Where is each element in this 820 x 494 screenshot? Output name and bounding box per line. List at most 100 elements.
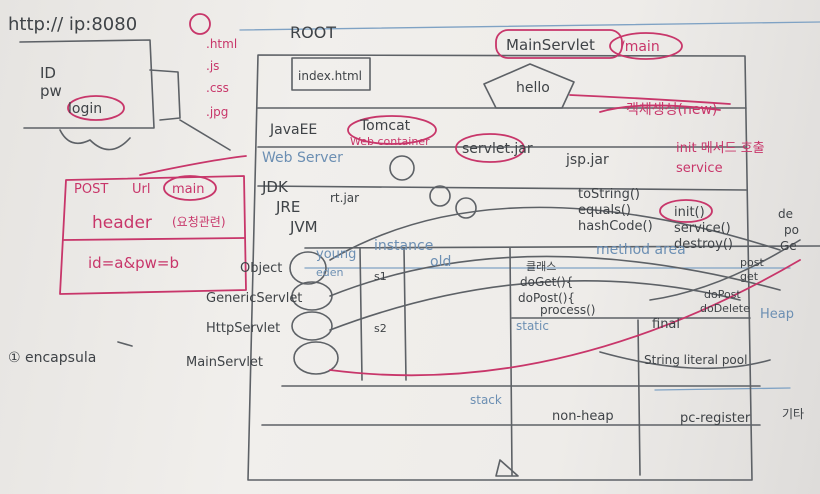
stack-label: stack [470,393,502,407]
hello-shape [483,63,575,109]
login-connector [179,119,231,151]
hash-code-label: hashCode() [578,219,653,234]
do-delete-label: doDelete [700,302,750,315]
etc-label: 기타 [782,407,804,421]
pw-label: pw [40,82,62,100]
jdk-label: JDK [261,178,289,196]
heap-split-1 [359,247,363,381]
request-divider [63,237,245,241]
servlet-jar-label: servlet.jar [462,141,533,157]
rt-jar-label: rt.jar [330,191,359,205]
login-label: login [68,101,102,117]
memory-split-1 [509,247,513,476]
right-post: post [740,256,764,269]
main-value-circle [609,32,683,60]
main-label: main [172,182,204,197]
doodle-1 [389,155,415,181]
curve-1 [329,206,781,261]
curve-4 [329,259,801,377]
equals-label: equals() [578,203,631,218]
service-method: service() [674,221,731,236]
right-de: de [778,207,793,221]
post-label: POST [74,182,108,197]
object-create-label: 객체생성(new) [626,102,717,118]
board-frame-line [654,387,791,391]
login-form-sketch [19,39,155,129]
main-circle [163,175,217,201]
request-arrow [139,155,247,176]
object-node [289,251,327,285]
do-get-label: doGet(){ [520,275,573,289]
file-jpg: .jpg [206,105,228,119]
jre-label: JRE [275,198,300,216]
main-servlet-box [495,29,623,59]
file-css: .css [206,81,229,95]
hello-arrow [569,94,731,105]
index-html-box [291,57,371,91]
url-label: Url [132,182,150,197]
heap-label: Heap [760,307,794,322]
http-servlet-label: HttpServlet [206,321,280,336]
tomcat-circle [347,115,437,145]
login-form-arrow [149,69,181,121]
bottom-triangle [495,459,519,477]
do-post2-label: doPost [704,288,741,301]
right-ge: Ge [780,239,797,253]
curve-6 [599,351,771,370]
instance-label: instance [374,238,433,254]
web-container-label: Web container [350,135,430,148]
board-frame-top [239,21,820,31]
s1-label: s1 [374,270,387,283]
index-html-label: index.html [298,69,362,83]
layer-line-3 [257,185,747,191]
method-area-label: method area [596,242,686,258]
main-node [293,341,339,375]
non-heap-label: non-heap [552,409,614,424]
destroy-method: destroy() [674,237,733,252]
to-string-label: toString() [578,187,640,202]
s2-label: s2 [374,322,387,335]
generic-servlet-label: GenericServlet [206,291,302,306]
file-html: .html [206,37,237,51]
do-post-label: doPost(){ [518,291,575,305]
static-label: static [516,319,549,333]
main-servlet-label: MainServlet [506,36,595,54]
young-label: young [316,247,356,262]
java-ee-label: JavaEE [269,122,317,138]
id-label: ID [40,64,56,82]
object-create-underline [599,104,721,113]
heap-split-2 [403,247,407,381]
root-box [247,54,753,481]
init-circle [659,199,713,223]
process-label: process() [540,303,595,317]
doodle-5 [117,341,133,347]
http-node [291,311,333,341]
doodle-3 [455,197,477,219]
old-label: old [430,254,451,270]
eden-label: eden [316,266,344,279]
body-label: id=a&pw=b [88,254,179,272]
hello-label: hello [516,80,550,96]
doodle-2 [429,185,451,207]
doodle-4 [59,129,131,151]
curve-2 [329,255,781,297]
pc-register-label: pc-register [680,411,751,426]
tomcat-label: Tomcat [359,118,411,134]
memory-split-2 [637,319,641,476]
jsp-jar-label: jsp.jar [565,152,609,168]
object-label: Object [240,261,282,276]
init-method: init() [674,205,705,220]
servlet-circle [455,133,525,163]
encapsulation-label: ① encapsula [8,350,96,366]
file-js: .js [206,59,219,73]
login-circle [67,95,125,121]
memory-top-line [304,245,820,249]
jvm-label: JVM [289,218,318,236]
main-servlet2-label: MainServlet [186,355,263,370]
header-ko-label: (요청관련) [172,215,226,229]
init-call-label: init 메서드 호출 [676,141,765,156]
curve-3 [329,279,741,331]
curve-5 [649,239,801,301]
